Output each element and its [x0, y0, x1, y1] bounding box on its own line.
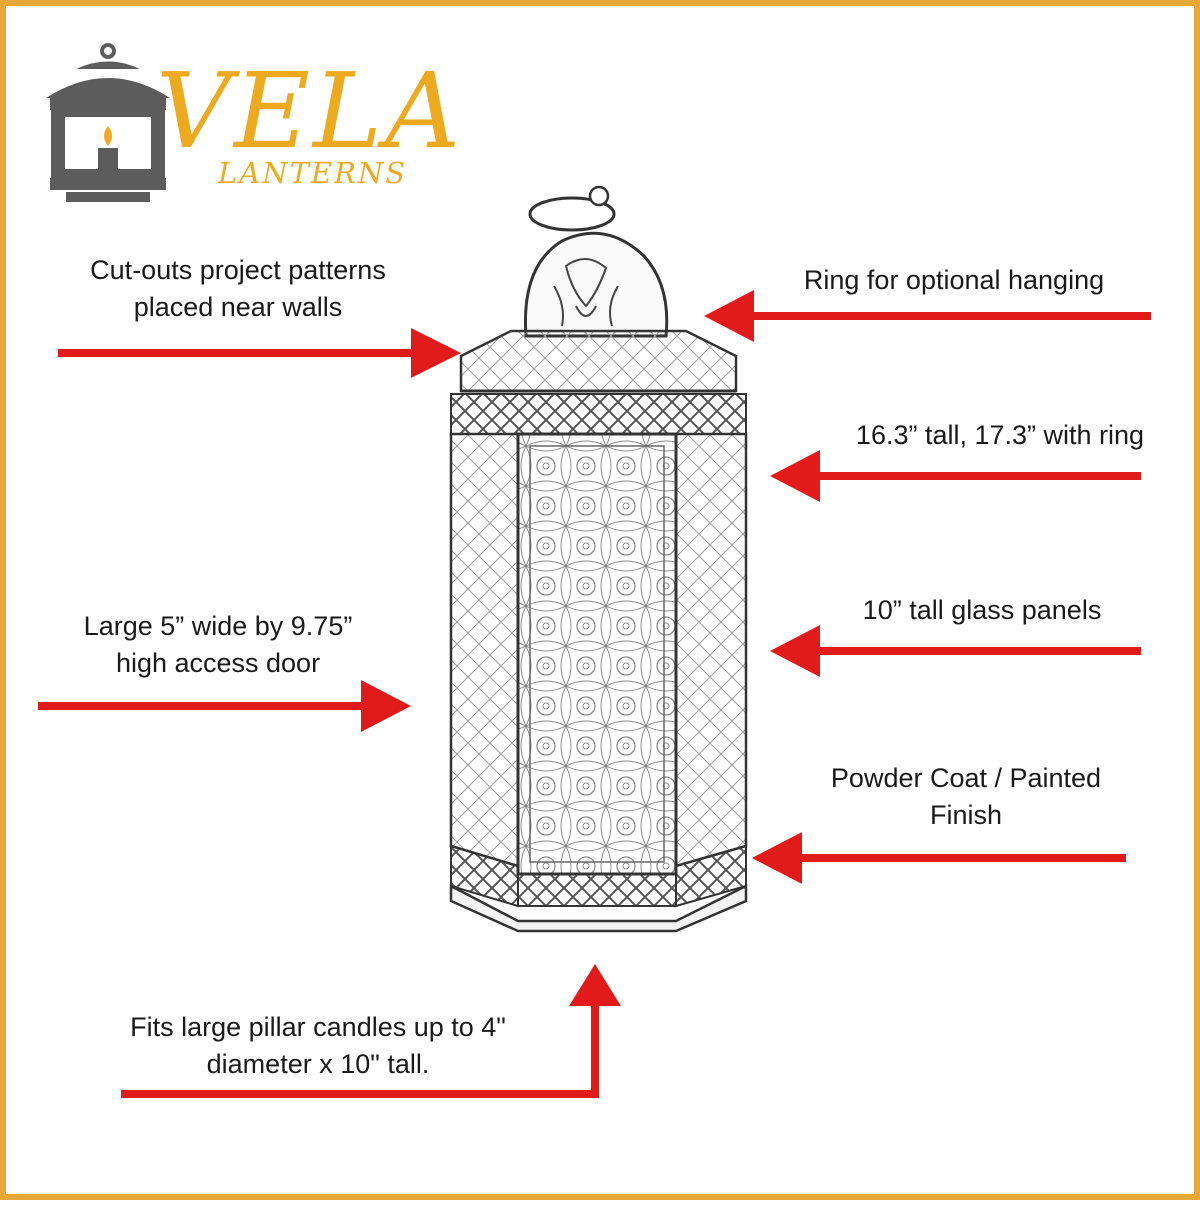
callout-ring: Ring for optional hanging — [804, 262, 1104, 299]
arrow-ring — [704, 290, 1151, 342]
logo-lantern-icon — [46, 43, 170, 202]
callout-glass-line1: 10” tall glass panels — [862, 595, 1102, 625]
callout-cutouts: Cut-outs project patterns placed near wa… — [90, 252, 386, 326]
arrow-cutouts — [58, 328, 461, 378]
callout-finish: Powder Coat / Painted Finish — [831, 760, 1101, 834]
callout-cutouts-line2: placed near walls — [133, 292, 343, 322]
callout-door-line1: Large 5” wide by 9.75” — [83, 611, 353, 641]
callout-finish-line2: Finish — [929, 800, 1003, 830]
callout-finish-line1: Powder Coat / Painted — [830, 763, 1102, 793]
arrow-finish — [752, 832, 1126, 884]
arrow-candles — [121, 964, 621, 1098]
callout-height-line1: 16.3” tall, 17.3” with ring — [855, 420, 1145, 450]
logo-brand-name: VELA — [156, 50, 464, 172]
callout-arrows — [38, 290, 1151, 1098]
callout-door-line2: high access door — [115, 648, 321, 678]
callout-ring-line1: Ring for optional hanging — [803, 265, 1105, 295]
arrow-height — [770, 450, 1141, 502]
callout-candles-line1: Fits large pillar candles up to 4" — [130, 1012, 506, 1042]
callout-candles-line2: diameter x 10" tall. — [206, 1049, 430, 1079]
callout-door: Large 5” wide by 9.75” high access door — [84, 608, 353, 682]
lantern-illustration — [449, 185, 748, 933]
callout-height: 16.3” tall, 17.3” with ring — [856, 417, 1144, 454]
arrow-glass — [770, 625, 1141, 677]
callout-candles: Fits large pillar candles up to 4" diame… — [130, 1009, 506, 1083]
arrow-door — [38, 680, 411, 732]
callout-glass: 10” tall glass panels — [863, 592, 1102, 629]
logo-brand-sub: LANTERNS — [218, 156, 408, 190]
callout-cutouts-line1: Cut-outs project patterns — [90, 255, 386, 285]
